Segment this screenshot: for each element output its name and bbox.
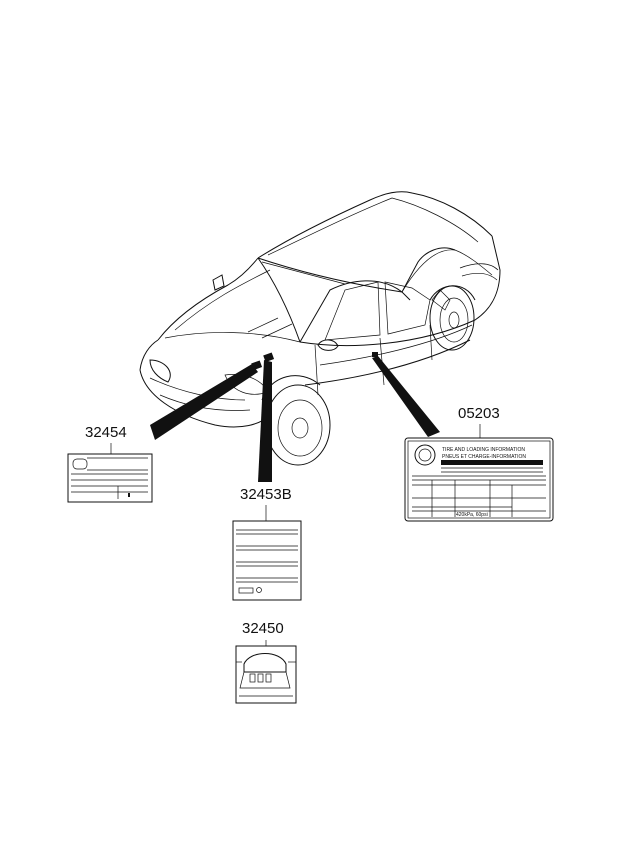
leader-lines: [150, 356, 440, 482]
label-32454: [67, 453, 153, 503]
leader-05203: [372, 356, 440, 437]
label-32453B: [232, 520, 302, 601]
label-05203-tire-info: TIRE AND LOADING INFORMATION PNEUS ET CH…: [404, 437, 554, 522]
tire-pressure-value: 420kPa, 60psi: [456, 512, 488, 518]
car-illustration: [139, 191, 501, 466]
tire-label-title-1: TIRE AND LOADING INFORMATION: [442, 447, 525, 453]
leader-32454: [150, 364, 258, 440]
part-number-32450: 32450: [242, 620, 284, 637]
part-number-32454: 32454: [85, 424, 127, 441]
part-number-32453B: 32453B: [240, 486, 292, 503]
part-number-05203: 05203: [458, 405, 500, 422]
tire-label-title-2: PNEUS ET CHARGE-INFORMATION: [442, 454, 526, 460]
label-32450: [235, 645, 297, 704]
leader-32453B: [258, 360, 272, 482]
